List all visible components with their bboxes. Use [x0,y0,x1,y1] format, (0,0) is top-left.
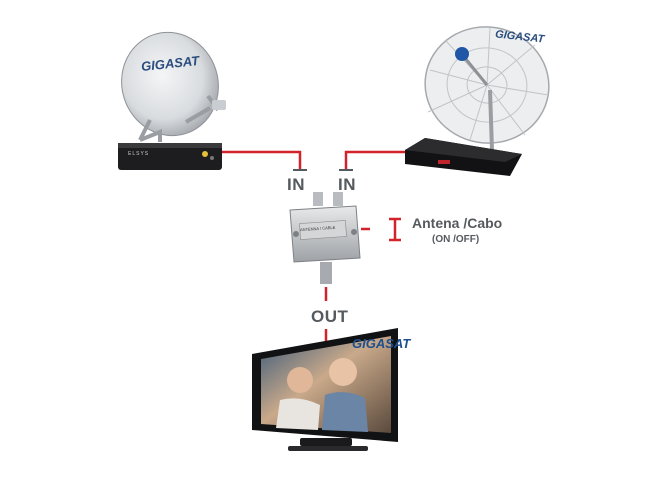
right-satellite-dish [424,26,550,151]
in-left-label: IN [287,175,305,194]
left-receiver [118,143,222,170]
cable-right-receiver [344,150,405,170]
switch-subtitle: (ON /OFF) [432,234,480,245]
switch-title: Antena /Cabo [412,215,503,231]
switch-bracket [361,217,401,242]
cable-left-receiver [222,150,302,170]
receiver-left-brand: ELSYS [128,151,150,157]
tv-screen-logo: GIGASAT [352,336,411,351]
right-receiver [405,138,522,176]
antenna-cable-switch [289,192,361,284]
out-label: OUT [311,307,349,326]
left-satellite-dish [121,31,226,142]
television [252,328,398,451]
in-right-label: IN [338,175,356,194]
